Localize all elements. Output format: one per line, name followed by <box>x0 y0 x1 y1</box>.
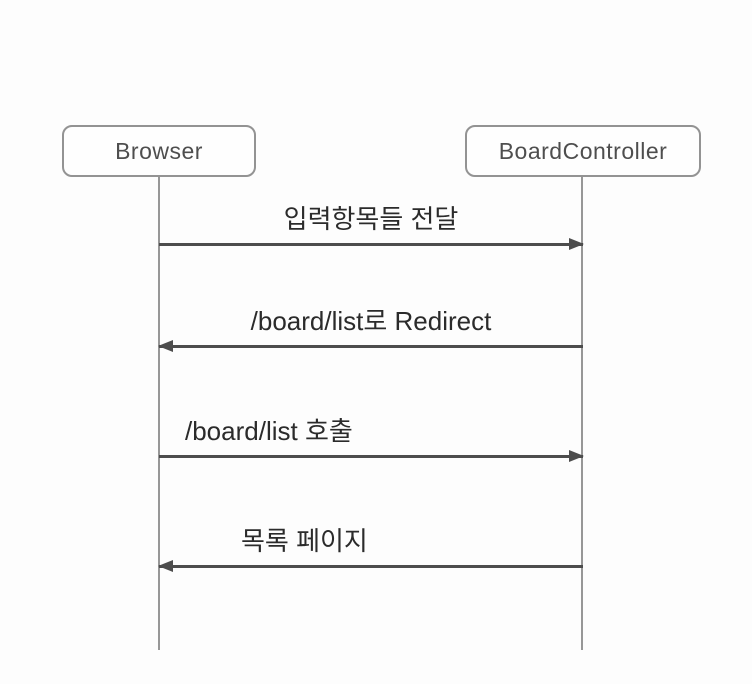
message-3-label: /board/list 호출 <box>185 416 353 446</box>
arrowhead-right-icon <box>569 450 584 462</box>
message-2-label: /board/list로 Redirect <box>250 306 492 336</box>
arrowhead-right-icon <box>569 238 584 250</box>
message-3: /board/list 호출 <box>159 414 584 462</box>
actor-box-boardcontroller: BoardController <box>465 125 701 177</box>
message-4: 목록 페이지 <box>158 524 583 572</box>
message-4-arrow <box>158 560 583 572</box>
actor-label-browser: Browser <box>115 137 203 164</box>
message-1: 입력항목들 전달 <box>159 202 584 250</box>
actor-box-browser: Browser <box>62 125 256 177</box>
arrowhead-left-icon <box>158 560 173 572</box>
message-2: /board/list로 Redirect <box>158 304 583 352</box>
arrowhead-left-icon <box>158 340 173 352</box>
message-1-arrow <box>159 238 584 250</box>
lifeline-boardcontroller <box>581 177 583 650</box>
message-1-label: 입력항목들 전달 <box>283 204 459 234</box>
actor-label-boardcontroller: BoardController <box>498 137 668 164</box>
message-3-arrow <box>159 450 584 462</box>
lifeline-browser <box>158 177 160 650</box>
message-4-label: 목록 페이지 <box>241 526 368 556</box>
message-2-arrow <box>158 340 583 352</box>
